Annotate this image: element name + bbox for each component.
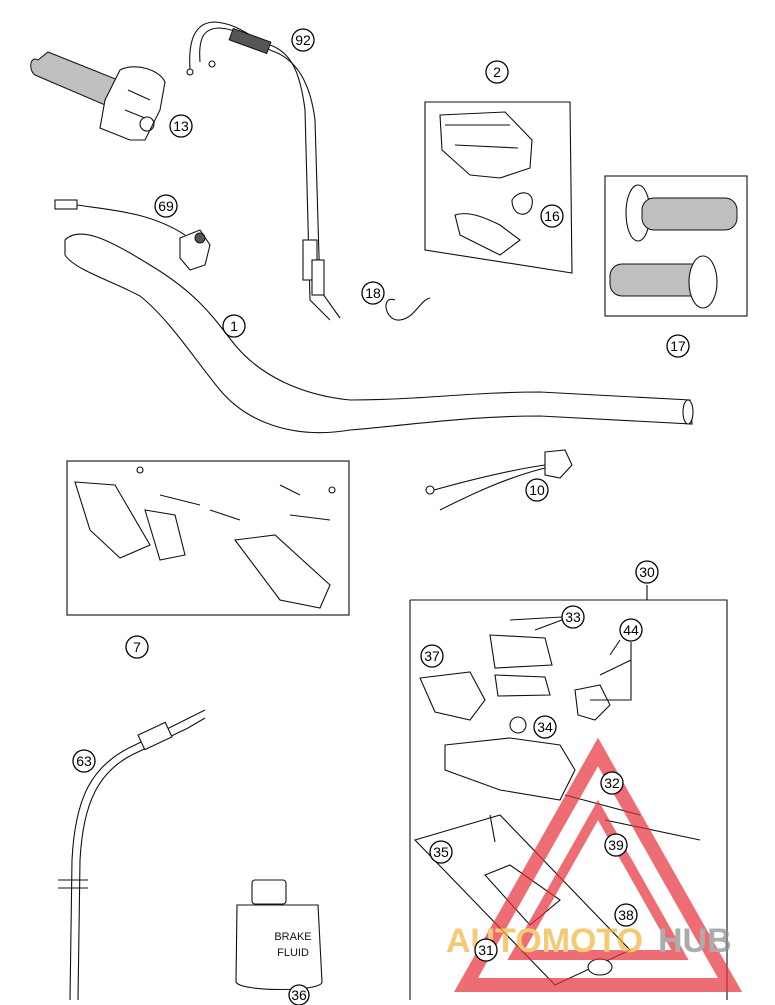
throttle-cable-part <box>186 21 341 321</box>
start-button-part <box>425 449 573 511</box>
callout-1: 1 <box>222 314 246 338</box>
svg-text:13: 13 <box>173 118 189 134</box>
svg-text:16: 16 <box>544 208 560 224</box>
callout-34: 34 <box>533 715 557 739</box>
callout-37: 37 <box>420 644 444 668</box>
callout-44: 44 <box>619 618 643 642</box>
svg-text:10: 10 <box>529 482 545 498</box>
callout-32: 32 <box>600 771 624 795</box>
svg-text:39: 39 <box>608 837 624 853</box>
clutch-cable-part <box>58 709 206 1001</box>
svg-text:36: 36 <box>291 987 307 1003</box>
svg-text:30: 30 <box>639 564 655 580</box>
callout-38: 38 <box>614 903 638 927</box>
svg-text:34: 34 <box>537 719 553 735</box>
svg-text:33: 33 <box>565 609 581 625</box>
svg-text:63: 63 <box>76 753 92 769</box>
callout-35: 35 <box>429 840 453 864</box>
callout-30: 30 <box>635 560 659 584</box>
svg-text:92: 92 <box>295 32 311 48</box>
callout-2: 2 <box>485 60 509 84</box>
brake-master-cylinder-part <box>409 585 728 1000</box>
grips-part <box>604 175 748 317</box>
svg-text:37: 37 <box>424 648 440 664</box>
callout-33: 33 <box>561 605 585 629</box>
throttle-grip-part <box>30 51 166 141</box>
svg-text:31: 31 <box>478 942 494 958</box>
handguard-kit-part <box>66 460 350 616</box>
handlebar-part <box>64 233 694 434</box>
callout-16: 16 <box>540 204 564 228</box>
svg-text:1: 1 <box>230 318 238 334</box>
svg-text:38: 38 <box>618 907 634 923</box>
bottle-label-line-2: FLUID <box>277 947 309 959</box>
callout-17: 17 <box>666 334 690 358</box>
callout-13: 13 <box>169 114 193 138</box>
callout-18: 18 <box>361 281 385 305</box>
callout-63: 63 <box>72 749 96 773</box>
svg-text:2: 2 <box>493 64 501 80</box>
callout-10: 10 <box>525 478 549 502</box>
callout-31: 31 <box>474 938 498 962</box>
svg-text:18: 18 <box>365 285 381 301</box>
bar-pad-part <box>424 101 573 274</box>
leader-lines <box>509 616 632 701</box>
svg-text:17: 17 <box>670 338 686 354</box>
svg-text:7: 7 <box>133 639 141 655</box>
callout-7: 7 <box>125 635 149 659</box>
bottle-label-line-1: BRAKE <box>274 931 311 943</box>
svg-text:69: 69 <box>158 198 174 214</box>
cable-tie-part <box>385 297 431 321</box>
svg-text:35: 35 <box>433 844 449 860</box>
brake-fluid-bottle-part: BRAKE FLUID <box>235 879 323 990</box>
callout-39: 39 <box>604 833 628 857</box>
svg-text:44: 44 <box>623 622 639 638</box>
svg-text:32: 32 <box>604 775 620 791</box>
callout-92: 92 <box>291 28 315 52</box>
watermark-word-2: HUB <box>658 922 732 960</box>
callout-36: 36 <box>288 984 310 1005</box>
kill-switch-part <box>54 199 211 271</box>
callout-69: 69 <box>154 194 178 218</box>
